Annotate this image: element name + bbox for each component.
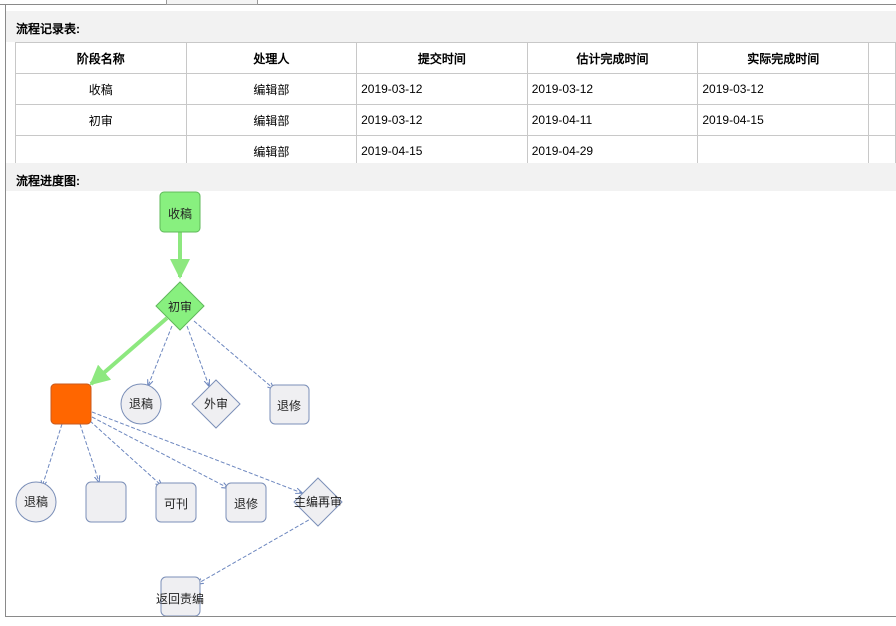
node-return-editor-label: 返回责编 bbox=[156, 591, 204, 606]
node-receive[interactable]: 收稿 bbox=[159, 191, 201, 233]
node-first-review[interactable]: 初审 bbox=[155, 281, 205, 331]
node-blank[interactable] bbox=[85, 481, 127, 523]
table-row: 收稿 编辑部 2019-03-12 2019-03-12 2019-03-12 bbox=[15, 73, 896, 105]
flow-title: 流程进度图: bbox=[16, 174, 80, 188]
node-external-review[interactable]: 外审 bbox=[191, 379, 241, 429]
cell-actual: 2019-03-12 bbox=[697, 73, 870, 105]
cell-estimated: 2019-03-12 bbox=[526, 73, 699, 105]
header-estimated-time: 估计完成时间 bbox=[526, 42, 699, 74]
node-accept-label: 可刊 bbox=[164, 497, 188, 511]
node-external-review-label: 外审 bbox=[204, 396, 228, 411]
node-reject2-label: 退稿 bbox=[24, 494, 48, 509]
node-accept[interactable]: 可刊 bbox=[155, 482, 197, 523]
cell-actual: 2019-04-15 bbox=[697, 104, 870, 136]
edge-first-review-to-revise1 bbox=[193, 320, 274, 389]
edge-current-to-revise2 bbox=[91, 416, 228, 488]
cell-extra bbox=[868, 104, 896, 136]
edge-current-to-accept bbox=[89, 420, 162, 486]
node-revise1-label: 退修 bbox=[277, 398, 301, 413]
node-reject1-label: 退稿 bbox=[129, 396, 153, 411]
tab-active[interactable] bbox=[166, 0, 258, 5]
edge-first-review-to-reject1 bbox=[148, 325, 173, 386]
flow-diagram: 收稿 初审 退稿 外审 退修 退稿 可刊 退修 主编再审 bbox=[15, 191, 343, 616]
cell-handler: 编辑部 bbox=[185, 73, 358, 105]
node-reject1[interactable]: 退稿 bbox=[120, 383, 162, 425]
table-row: 编辑部 2019-04-15 2019-04-29 bbox=[15, 135, 896, 167]
edge-current-to-editor-rereview bbox=[91, 411, 302, 493]
edge-first-review-to-external-review bbox=[186, 325, 209, 386]
records-title: 流程记录表: bbox=[16, 22, 80, 36]
records-table: 阶段名称 处理人 提交时间 估计完成时间 实际完成时间 收稿 编辑部 2019-… bbox=[15, 42, 896, 167]
top-strip bbox=[0, 0, 896, 6]
node-editor-rereview-label: 主编再审 bbox=[294, 494, 342, 509]
header-stage-name: 阶段名称 bbox=[15, 42, 187, 74]
cell-submit: 2019-03-12 bbox=[356, 104, 528, 136]
edge-first-review-to-current bbox=[89, 316, 169, 386]
cell-estimated: 2019-04-29 bbox=[526, 135, 699, 167]
node-return-editor[interactable]: 返回责编 bbox=[156, 576, 204, 616]
cell-handler: 编辑部 bbox=[185, 104, 358, 136]
bottom-border bbox=[5, 616, 896, 617]
cell-submit: 2019-03-12 bbox=[356, 73, 528, 105]
cell-extra bbox=[868, 73, 896, 105]
node-revise2[interactable]: 退修 bbox=[225, 482, 267, 523]
records-section-header: 流程记录表: bbox=[6, 11, 896, 42]
node-current[interactable] bbox=[50, 383, 92, 425]
node-revise2-label: 退修 bbox=[234, 496, 258, 511]
top-border bbox=[0, 4, 896, 5]
cell-stage: 初审 bbox=[15, 104, 187, 136]
node-receive-label: 收稿 bbox=[168, 206, 192, 221]
cell-stage: 收稿 bbox=[15, 73, 187, 105]
header-actual-time: 实际完成时间 bbox=[697, 42, 870, 74]
cell-estimated: 2019-04-11 bbox=[526, 104, 699, 136]
header-submit-time: 提交时间 bbox=[356, 42, 528, 74]
left-border bbox=[5, 5, 6, 617]
node-reject2[interactable]: 退稿 bbox=[15, 481, 57, 523]
table-header-row: 阶段名称 处理人 提交时间 估计完成时间 实际完成时间 bbox=[15, 42, 896, 74]
node-first-review-label: 初审 bbox=[168, 299, 192, 314]
edge-current-to-reject2 bbox=[42, 423, 63, 487]
cell-stage bbox=[15, 135, 187, 167]
cell-handler: 编辑部 bbox=[185, 135, 358, 167]
flow-section-header: 流程进度图: bbox=[6, 163, 896, 191]
header-handler: 处理人 bbox=[185, 42, 358, 74]
edge-current-to-blank bbox=[79, 423, 99, 482]
node-editor-rereview[interactable]: 主编再审 bbox=[293, 477, 343, 527]
cell-actual bbox=[697, 135, 870, 167]
table-row: 初审 编辑部 2019-03-12 2019-04-11 2019-04-15 bbox=[15, 104, 896, 136]
header-extra bbox=[868, 42, 896, 74]
cell-extra bbox=[868, 135, 896, 167]
cell-submit: 2019-04-15 bbox=[356, 135, 528, 167]
node-revise1[interactable]: 退修 bbox=[269, 384, 310, 425]
edge-editor-rereview-to-return-editor bbox=[197, 516, 315, 584]
